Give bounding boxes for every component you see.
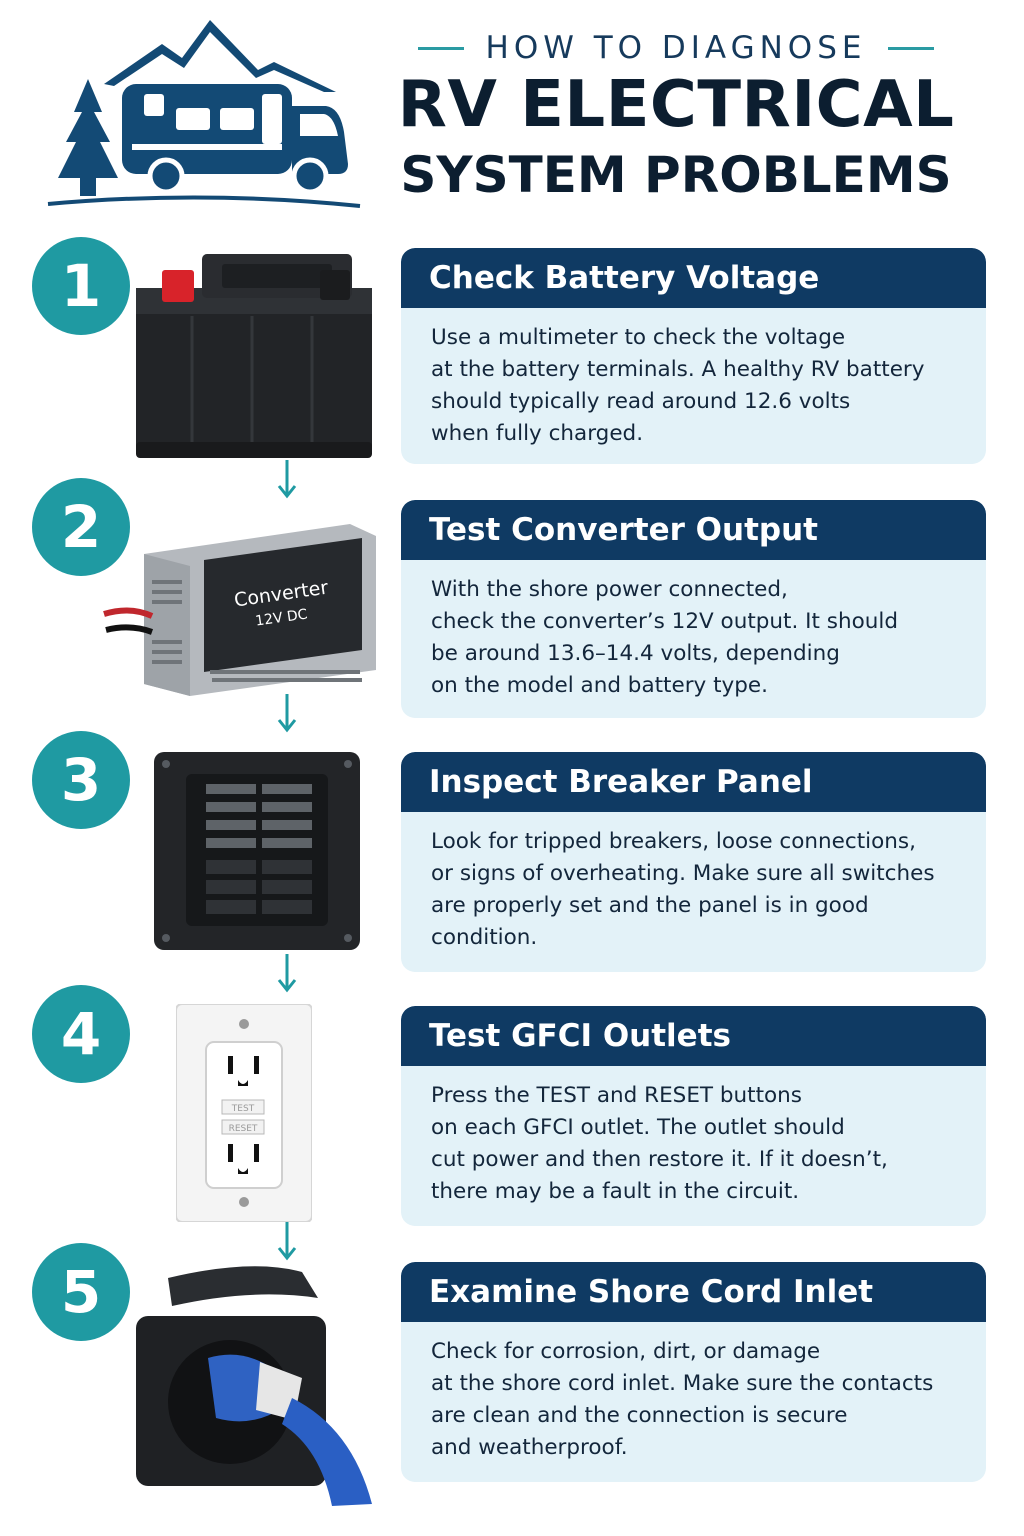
step-card-2: Test Converter Output With the shore pow… [401,500,986,718]
page-title-line2: SYSTEM PROBLEMS [400,146,952,204]
step-body-5: Check for corrosion, dirt, or damage at … [401,1322,986,1464]
test-button-label: TEST [231,1104,255,1114]
gfci-outlet-icon: TEST RESET [176,1004,312,1222]
step-body-line: be around 13.6–14.4 volts, depending [431,641,840,666]
step-body-line: on the model and battery type. [431,673,768,698]
step-body-line: on each GFCI outlet. The outlet should [431,1115,845,1140]
step-body-line: Press the TEST and RESET buttons [431,1083,802,1108]
step-body-line: and weatherproof. [431,1435,628,1460]
kicker-row: HOW TO DIAGNOSE [396,30,956,66]
step-number-3: 3 [32,731,130,829]
step-title-1: Check Battery Voltage [401,248,986,308]
arrow-down-icon [277,954,297,993]
kicker: HOW TO DIAGNOSE [485,30,867,66]
converter-icon: Converter 12V DC [103,524,376,696]
step-body-line: should typically read around 12.6 volts [431,389,851,414]
step-body-line: are properly set and the panel is in goo… [431,893,869,918]
step-body-line: cut power and then restore it. If it doe… [431,1147,888,1172]
shore-cord-inlet-icon [136,1266,372,1506]
step-title-5: Examine Shore Cord Inlet [401,1262,986,1322]
step-body-line: are clean and the connection is secure [431,1403,848,1428]
arrow-down-icon [277,460,297,499]
step-body-line: condition. [431,925,538,950]
arrow-down-icon [277,694,297,733]
step-body-1: Use a multimeter to check the voltage at… [401,308,986,450]
converter-sublabel: 12V DC [254,606,308,629]
kicker-line-left [417,46,464,50]
car-battery-icon [136,254,372,458]
step-number-2: 2 [32,478,130,576]
kicker-line-right [888,46,935,50]
step-number-5: 5 [32,1243,130,1341]
step-body-line: or signs of overheating. Make sure all s… [431,861,935,886]
step-body-4: Press the TEST and RESET buttons on each… [401,1066,986,1208]
step-body-line: when fully charged. [431,421,644,446]
step-card-5: Examine Shore Cord Inlet Check for corro… [401,1262,986,1482]
step-title-4: Test GFCI Outlets [401,1006,986,1066]
step-number-4: 4 [32,985,130,1083]
step-body-line: check the converter’s 12V output. It sho… [431,609,898,634]
step-body-2: With the shore power connected, check th… [401,560,986,702]
step-body-3: Look for tripped breakers, loose connect… [401,812,986,954]
step-body-line: Check for corrosion, dirt, or damage [431,1339,821,1364]
step-card-3: Inspect Breaker Panel Look for tripped b… [401,752,986,972]
step-body-line: at the battery terminals. A healthy RV b… [431,357,925,382]
step-body-line: Use a multimeter to check the voltage [431,325,846,350]
step-number-1: 1 [32,237,130,335]
page-title-line1: RV ELECTRICAL [397,68,955,142]
step-body-line: there may be a fault in the circuit. [431,1179,800,1204]
step-title-2: Test Converter Output [401,500,986,560]
step-card-1: Check Battery Voltage Use a multimeter t… [401,248,986,464]
step-title-3: Inspect Breaker Panel [401,752,986,812]
reset-button-label: RESET [229,1124,258,1134]
mountain-rv-logo-icon [47,20,361,208]
step-body-line: Look for tripped breakers, loose connect… [431,829,916,854]
step-body-line: With the shore power connected, [431,577,788,602]
step-body-line: at the shore cord inlet. Make sure the c… [431,1371,934,1396]
arrow-down-icon [277,1222,297,1261]
step-card-4: Test GFCI Outlets Press the TEST and RES… [401,1006,986,1226]
breaker-panel-icon [154,752,360,950]
